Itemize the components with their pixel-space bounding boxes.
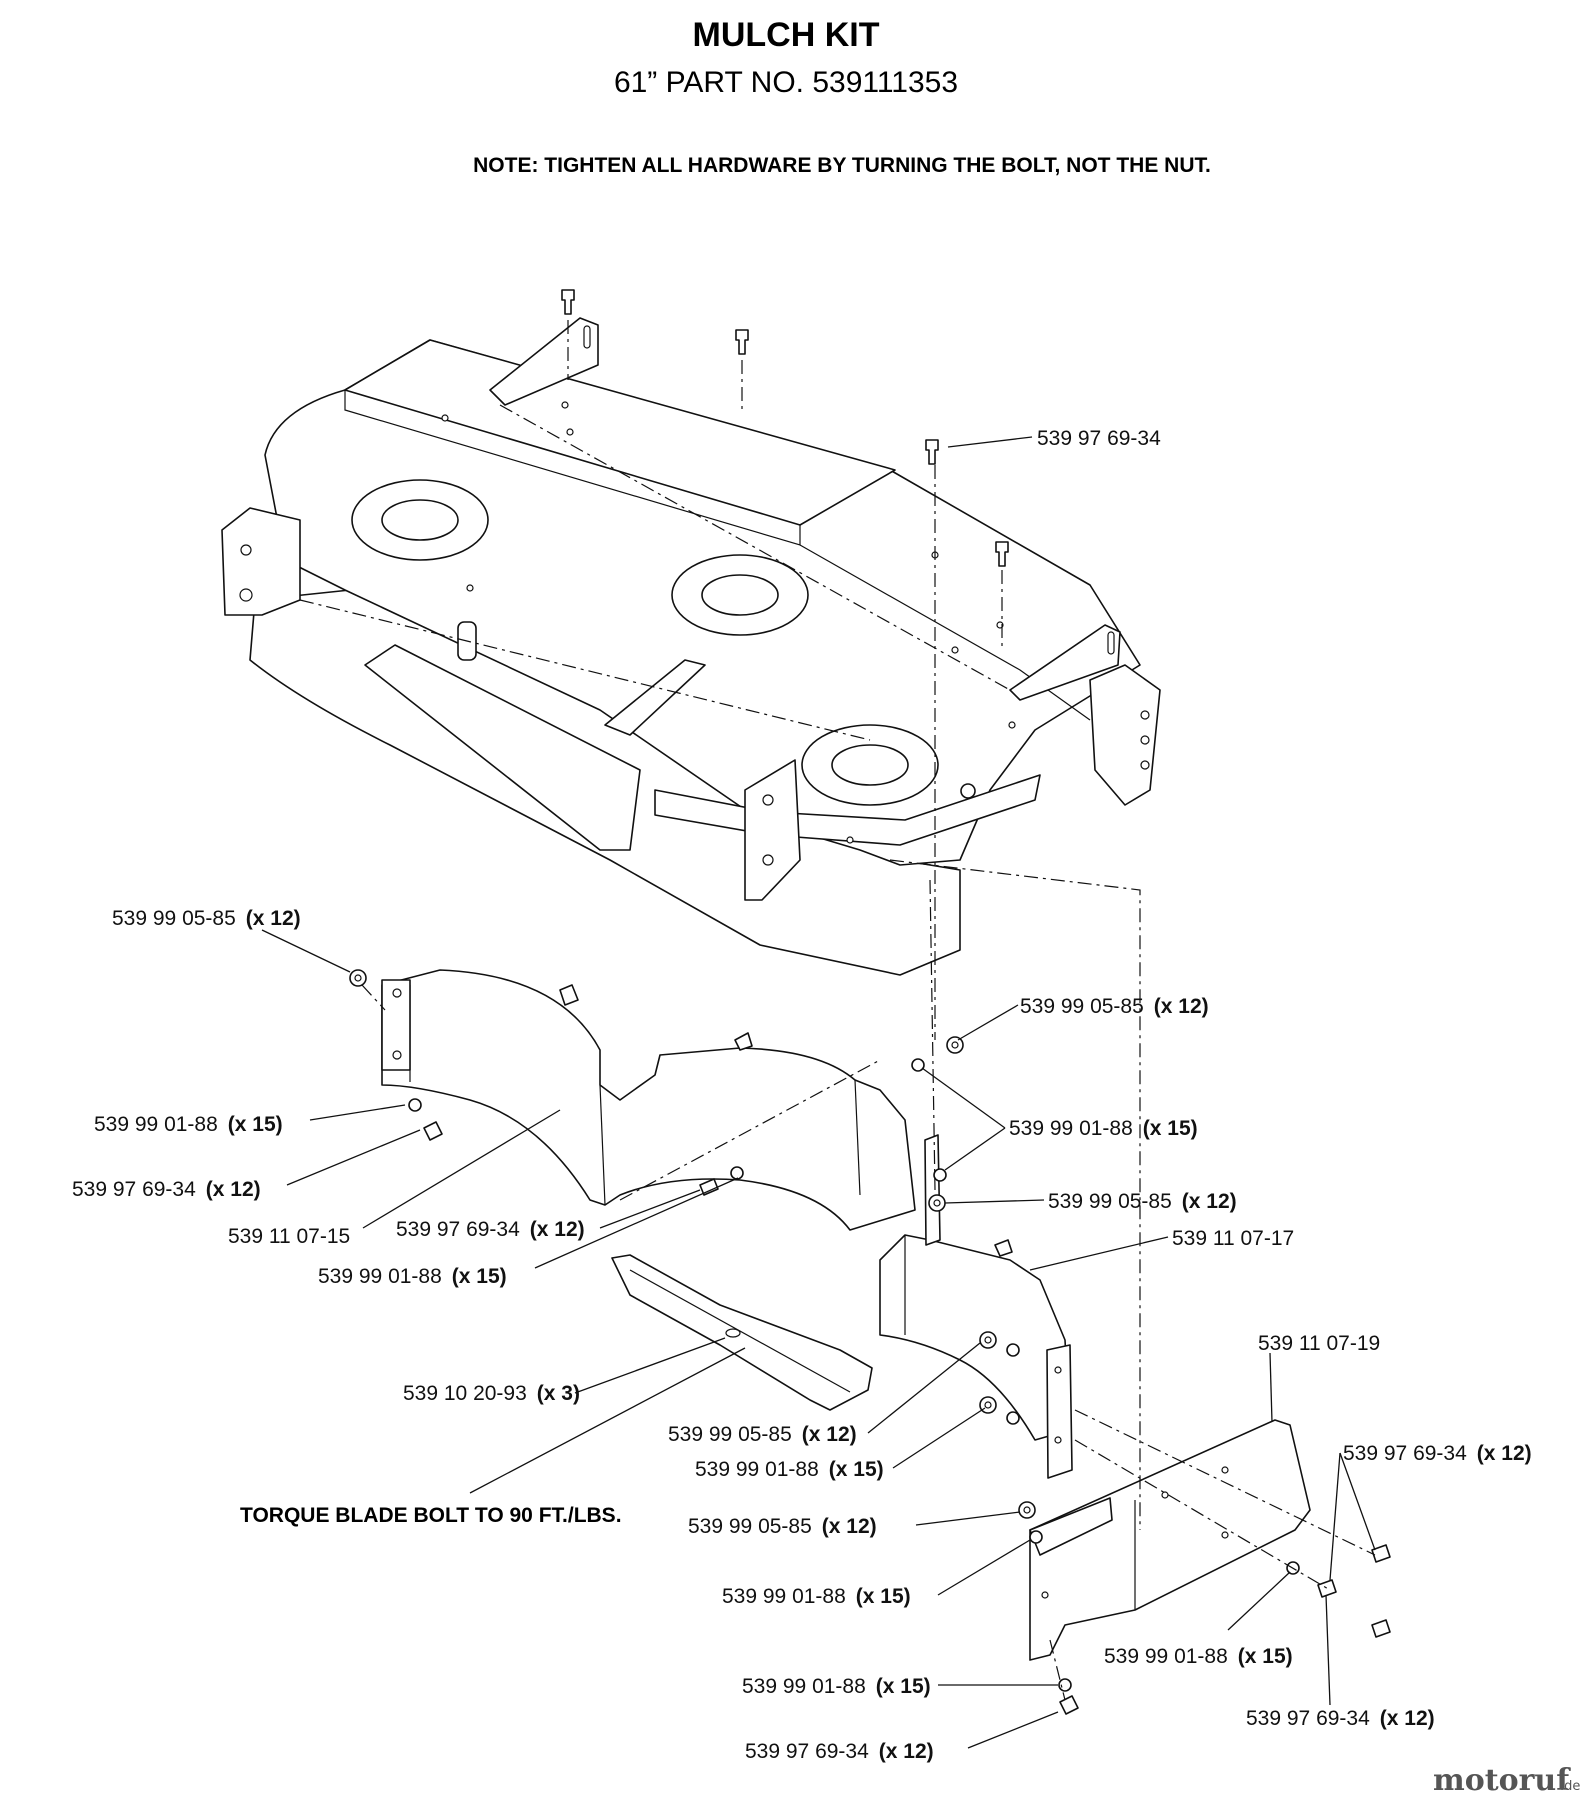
mower-deck	[221, 317, 1161, 976]
callout-17: 539 99 05-85(x 12)	[688, 1515, 877, 1538]
svg-text:motoruf: motoruf	[1433, 1763, 1571, 1798]
leader-lines	[261, 436, 1376, 1749]
callout-22: 539 97 69-34(x 12)	[745, 1740, 934, 1763]
callout-11: 539 99 01-88(x 15)	[318, 1265, 507, 1288]
callout-13: 539 10 20-93(x 3)	[403, 1382, 580, 1405]
part-number-subtitle: 61” PART NO. 539111353	[614, 66, 958, 99]
callout-10: 539 11 07-17	[1172, 1227, 1294, 1250]
callout-15: 539 99 01-88(x 15)	[695, 1458, 884, 1481]
callout-19: 539 99 01-88(x 15)	[1104, 1645, 1293, 1668]
deck-bolts	[561, 289, 1009, 799]
callout-14: 539 99 05-85(x 12)	[668, 1423, 857, 1446]
callout-6: 539 97 69-34(x 12)	[72, 1178, 261, 1201]
hardware-note: NOTE: TIGHTEN ALL HARDWARE BY TURNING TH…	[473, 154, 1211, 177]
callout-4: 539 99 01-88(x 15)	[94, 1113, 283, 1136]
callout-1: 539 97 69-34	[1037, 427, 1161, 450]
torque-note: TORQUE BLADE BOLT TO 90 FT./LBS.	[240, 1504, 622, 1527]
callout-12: 539 11 07-19	[1258, 1332, 1380, 1355]
callout-8: 539 11 07-15	[228, 1225, 350, 1248]
callout-3: 539 99 05-85(x 12)	[1020, 995, 1209, 1018]
callout-5: 539 99 01-88(x 15)	[1009, 1117, 1198, 1140]
center-mulch-baffle	[879, 1134, 1073, 1479]
callout-21: 539 97 69-34(x 12)	[1246, 1707, 1435, 1730]
callout-18: 539 99 01-88(x 15)	[722, 1585, 911, 1608]
callout-7: 539 99 05-85(x 12)	[1048, 1190, 1237, 1213]
svg-text:.de: .de	[1560, 1779, 1580, 1794]
page-title: MULCH KIT	[693, 16, 880, 54]
left-mulch-baffle	[381, 969, 916, 1231]
watermark-logo: motoruf .de	[1433, 1763, 1580, 1798]
callout-16: 539 97 69-34(x 12)	[1343, 1442, 1532, 1465]
callout-9: 539 97 69-34(x 12)	[396, 1218, 585, 1241]
callout-2: 539 99 05-85(x 12)	[112, 907, 301, 930]
callout-20: 539 99 01-88(x 15)	[742, 1675, 931, 1698]
mulch-blade	[611, 1254, 873, 1411]
right-mulch-baffle	[1029, 1419, 1311, 1661]
hardware-fasteners	[349, 969, 1391, 1715]
callout-labels: 539 97 69-34 539 99 05-85(x 12) 539 99 0…	[72, 427, 1532, 1763]
alignment-lines	[299, 320, 1376, 1701]
